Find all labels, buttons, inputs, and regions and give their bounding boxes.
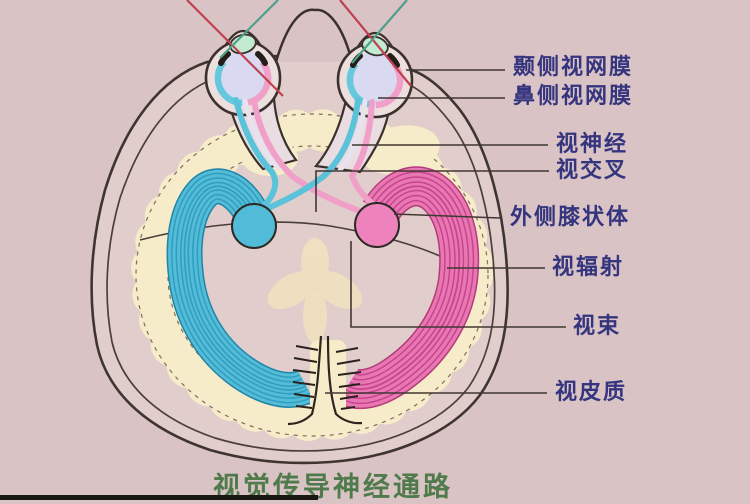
label-nasal-retina: 鼻侧视网膜 (513, 84, 634, 109)
lgn-left (231, 203, 277, 249)
light-rays (186, 0, 412, 97)
leader-optic-tract (350, 241, 566, 328)
left-vitreous (215, 50, 271, 106)
label-temporal-retina: 颞侧视网膜 (513, 55, 634, 80)
right-eye-red-ray (339, 0, 412, 87)
left-eye-teal-ray (219, 0, 279, 59)
inner-skull-line (106, 77, 496, 452)
right-nasal-retina-band (346, 61, 375, 109)
right-stem-gap (337, 98, 368, 173)
fiber-right-crossed-cyan (257, 97, 361, 215)
label-optic-tract: 视束 (573, 314, 622, 339)
fiber-right-uncrossed-pink (348, 99, 379, 210)
nose-outline (274, 8, 354, 63)
fiber-left-uncrossed-cyan (233, 97, 279, 214)
thalamus-shape (267, 238, 363, 343)
right-ora-marks (350, 53, 400, 68)
leader-lgn (393, 213, 501, 219)
label-optic-radiation: 视辐射 (552, 255, 625, 280)
left-eye-red-ray (186, 0, 284, 97)
fissure-left-wall (287, 335, 323, 426)
optic-chiasm-fibers (233, 97, 379, 217)
visual-cortex-fissure (287, 335, 363, 432)
leader-optic-chiasm (315, 170, 549, 212)
right-eye-teal-ray (351, 0, 408, 64)
left-ora-marks (218, 51, 268, 66)
cortex-fiber-ticks (292, 345, 362, 410)
bottom-crop-bar (0, 495, 318, 500)
fiber-left-crossed-pink (251, 98, 370, 217)
lgn-right (354, 202, 400, 248)
label-visual-cortex: 视皮质 (555, 380, 628, 405)
right-vitreous (347, 52, 403, 108)
left-nasal-retina-band (243, 59, 272, 107)
leader-lines (315, 69, 566, 394)
label-optic-nerve: 视神经 (556, 132, 629, 157)
fissure-right-wall (326, 335, 363, 425)
label-optic-chiasm: 视交叉 (556, 158, 629, 183)
left-stem-gap (242, 98, 281, 171)
label-lateral-geniculate-body: 外侧膝状体 (510, 205, 631, 230)
